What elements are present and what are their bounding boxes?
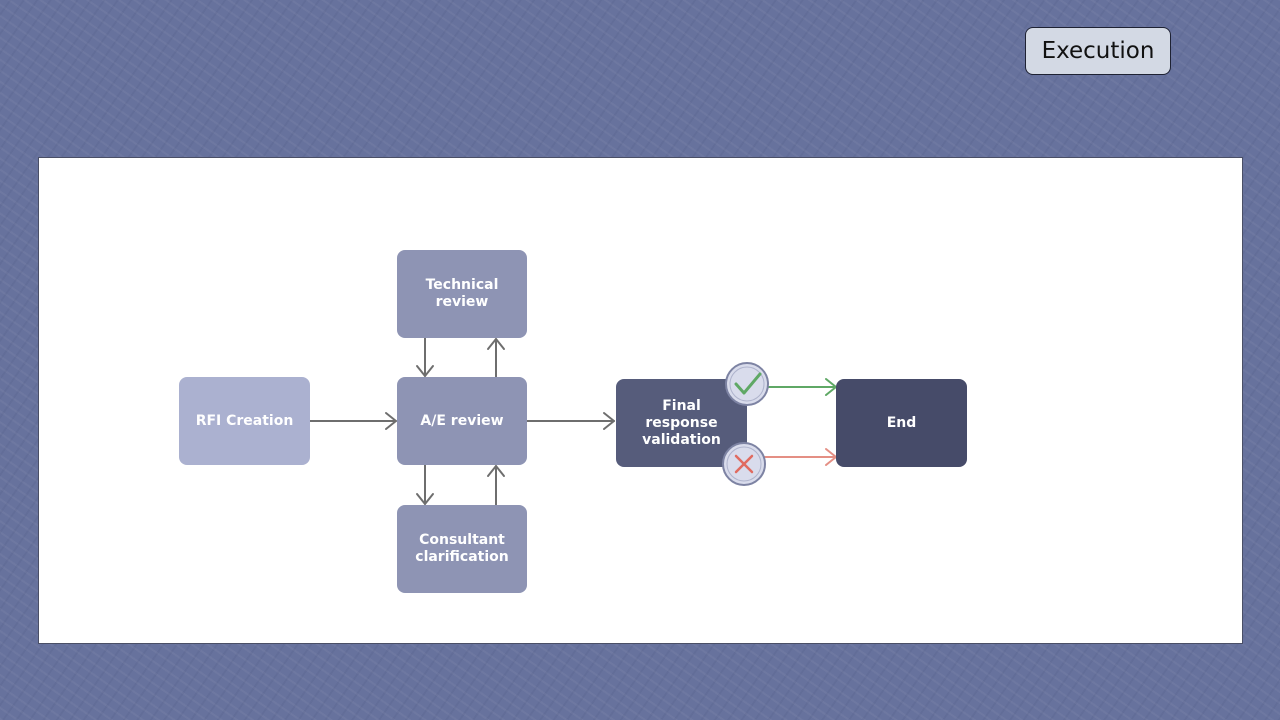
arrow-rfi-to-ae-review xyxy=(309,412,397,430)
node-label: End xyxy=(886,414,917,431)
arrow-rejected-to-end xyxy=(764,448,837,466)
node-rfi-creation: RFI Creation xyxy=(179,377,310,465)
node-label: A/E review xyxy=(420,412,504,429)
node-label: Technical review xyxy=(425,277,499,310)
section-badge: Execution xyxy=(1025,27,1171,75)
node-final-response-validation: Final response validation xyxy=(616,379,747,467)
node-label: RFI Creation xyxy=(195,412,294,429)
node-ae-review: A/E review xyxy=(397,377,527,465)
node-label: Final response validation xyxy=(642,397,721,448)
arrow-technical-to-ae-review xyxy=(416,337,434,377)
node-label: Consultant clarification xyxy=(415,532,509,565)
node-consultant-clarification: Consultant clarification xyxy=(397,505,527,593)
node-end: End xyxy=(836,379,967,467)
arrow-consultant-to-ae-review xyxy=(487,465,505,506)
diagram-panel: RFI Creation Technical review A/E review… xyxy=(38,157,1243,644)
connectors-layer xyxy=(309,337,837,506)
node-technical-review: Technical review xyxy=(397,250,527,338)
arrow-ae-review-to-consultant xyxy=(416,464,434,505)
arrow-approved-to-end xyxy=(766,378,837,396)
arrow-ae-review-to-final-validation xyxy=(526,412,615,430)
arrow-ae-review-to-technical xyxy=(487,338,505,378)
